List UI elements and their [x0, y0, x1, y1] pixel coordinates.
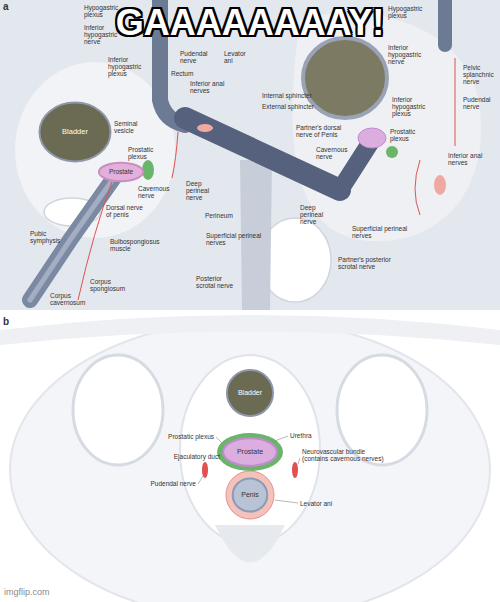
- organ-name: Prostate: [237, 448, 263, 456]
- levator-ani-ring: [226, 471, 274, 519]
- organ-fill: [99, 163, 143, 181]
- part-label: Hypogastric plexus: [84, 4, 120, 18]
- part-label: Deep perineal nerve: [186, 180, 220, 201]
- part-label: Deep perineal nerve: [300, 204, 336, 225]
- prostate-shape: [358, 128, 386, 148]
- organ-shape: Prostate: [98, 162, 144, 182]
- part-label: Neurovascular bundle (contains cavernous…: [302, 448, 390, 462]
- nerve-bundle: [292, 462, 298, 478]
- nerve-bundle: [202, 462, 208, 478]
- part-label: Inferior hypogastric plexus: [392, 96, 432, 117]
- body-section: [10, 320, 490, 602]
- organ-fill: [227, 370, 273, 416]
- part-label: External sphincter: [262, 103, 314, 110]
- organ-shape: Bladder: [226, 368, 274, 418]
- watermark: imgflip.com: [4, 588, 50, 598]
- panel-ground: [0, 0, 500, 310]
- body-region: [293, 13, 482, 241]
- nerve-line: [172, 132, 178, 178]
- part-label: Pelvic splanchnic nerve: [463, 64, 497, 85]
- part-label: Urethra: [290, 432, 312, 439]
- rectum-tube: [438, 0, 452, 45]
- organ-shape: Penis: [232, 477, 268, 513]
- organ-shape: Prostate: [222, 437, 278, 467]
- part-label: Corpus spongiosum: [90, 278, 130, 292]
- part-label: Prostatic plexus: [128, 146, 160, 160]
- sphincter-muscle: [197, 124, 213, 132]
- part-label: Prostatic plexus: [160, 433, 214, 440]
- leader-line: [298, 458, 300, 464]
- part-label: Internal sphincter: [262, 92, 312, 99]
- part-label: Seminal vesicle: [114, 120, 144, 134]
- part-label: Inferior hypogastric nerve: [388, 44, 428, 65]
- part-label: Partner's posterior scrotal nerve: [338, 256, 402, 270]
- part-label: Hypogastric plexus: [388, 5, 426, 19]
- nerve-plexus: [142, 160, 154, 180]
- part-label: Prostatic plexus: [390, 128, 422, 142]
- organ-name: Bladder: [238, 389, 262, 397]
- part-label: Bulbospongiosus muscle: [110, 238, 162, 252]
- part-label: Superficial perineal nerves: [352, 225, 408, 239]
- part-label: Levator ani: [300, 500, 332, 507]
- perineal-body: [215, 525, 285, 563]
- part-label: Pubic symphysis: [30, 230, 70, 244]
- part-label: Cavernous nerve: [316, 146, 348, 160]
- part-label: Superficial perineal nerves: [206, 232, 262, 246]
- part-label: Partner's dorsal nerve of Penis: [296, 124, 358, 138]
- part-label: Posterior scrotal nerve: [196, 275, 236, 289]
- leader-line: [216, 437, 222, 443]
- nerve-line: [415, 160, 420, 215]
- part-label: Inferior anal nerves: [190, 80, 230, 94]
- pelvic-cavity: [180, 355, 320, 545]
- organ-name: Prostate: [109, 168, 133, 175]
- part-label: Levator ani: [224, 50, 248, 64]
- part-label: Dorsal nerve of penis: [106, 204, 150, 218]
- leader-line: [275, 500, 298, 503]
- part-label: Pudendal nerve: [140, 480, 196, 487]
- part-label: Rectum: [171, 70, 193, 77]
- organ-name: Bladder: [62, 128, 88, 136]
- body-band: [0, 315, 500, 345]
- part-label: Pudendal nerve: [180, 50, 210, 64]
- panel-letter: b: [3, 316, 9, 327]
- leader-line: [272, 436, 288, 442]
- hip-bone: [73, 355, 163, 465]
- organ-fill: [223, 438, 277, 466]
- sphincter-muscle: [434, 175, 446, 195]
- leader-line: [198, 476, 203, 484]
- organ-fill: [39, 103, 110, 162]
- part-label: Cavernous nerve: [138, 185, 168, 199]
- nerve-plexus: [386, 146, 398, 158]
- organ-name: Penis: [241, 491, 259, 499]
- part-label: Inferior hypogastric plexus: [108, 56, 148, 77]
- panel-letter: a: [3, 1, 9, 12]
- nerve-line: [455, 58, 456, 146]
- part-label: Corpus cavernosum: [50, 292, 90, 306]
- part-label: Ejaculatory duct: [150, 453, 220, 460]
- bladder-shape: [303, 38, 387, 118]
- organ-fill: [233, 478, 268, 511]
- organ-shape: Bladder: [38, 100, 112, 164]
- part-label: Pudendal nerve: [463, 96, 495, 110]
- part-label: Inferior anal nerves: [448, 152, 488, 166]
- meme-caption: GAAAAAAAAY!: [0, 2, 500, 43]
- nerve-plexus: [217, 433, 283, 471]
- leader-lines: [198, 436, 300, 503]
- part-label: Perineum: [205, 212, 233, 219]
